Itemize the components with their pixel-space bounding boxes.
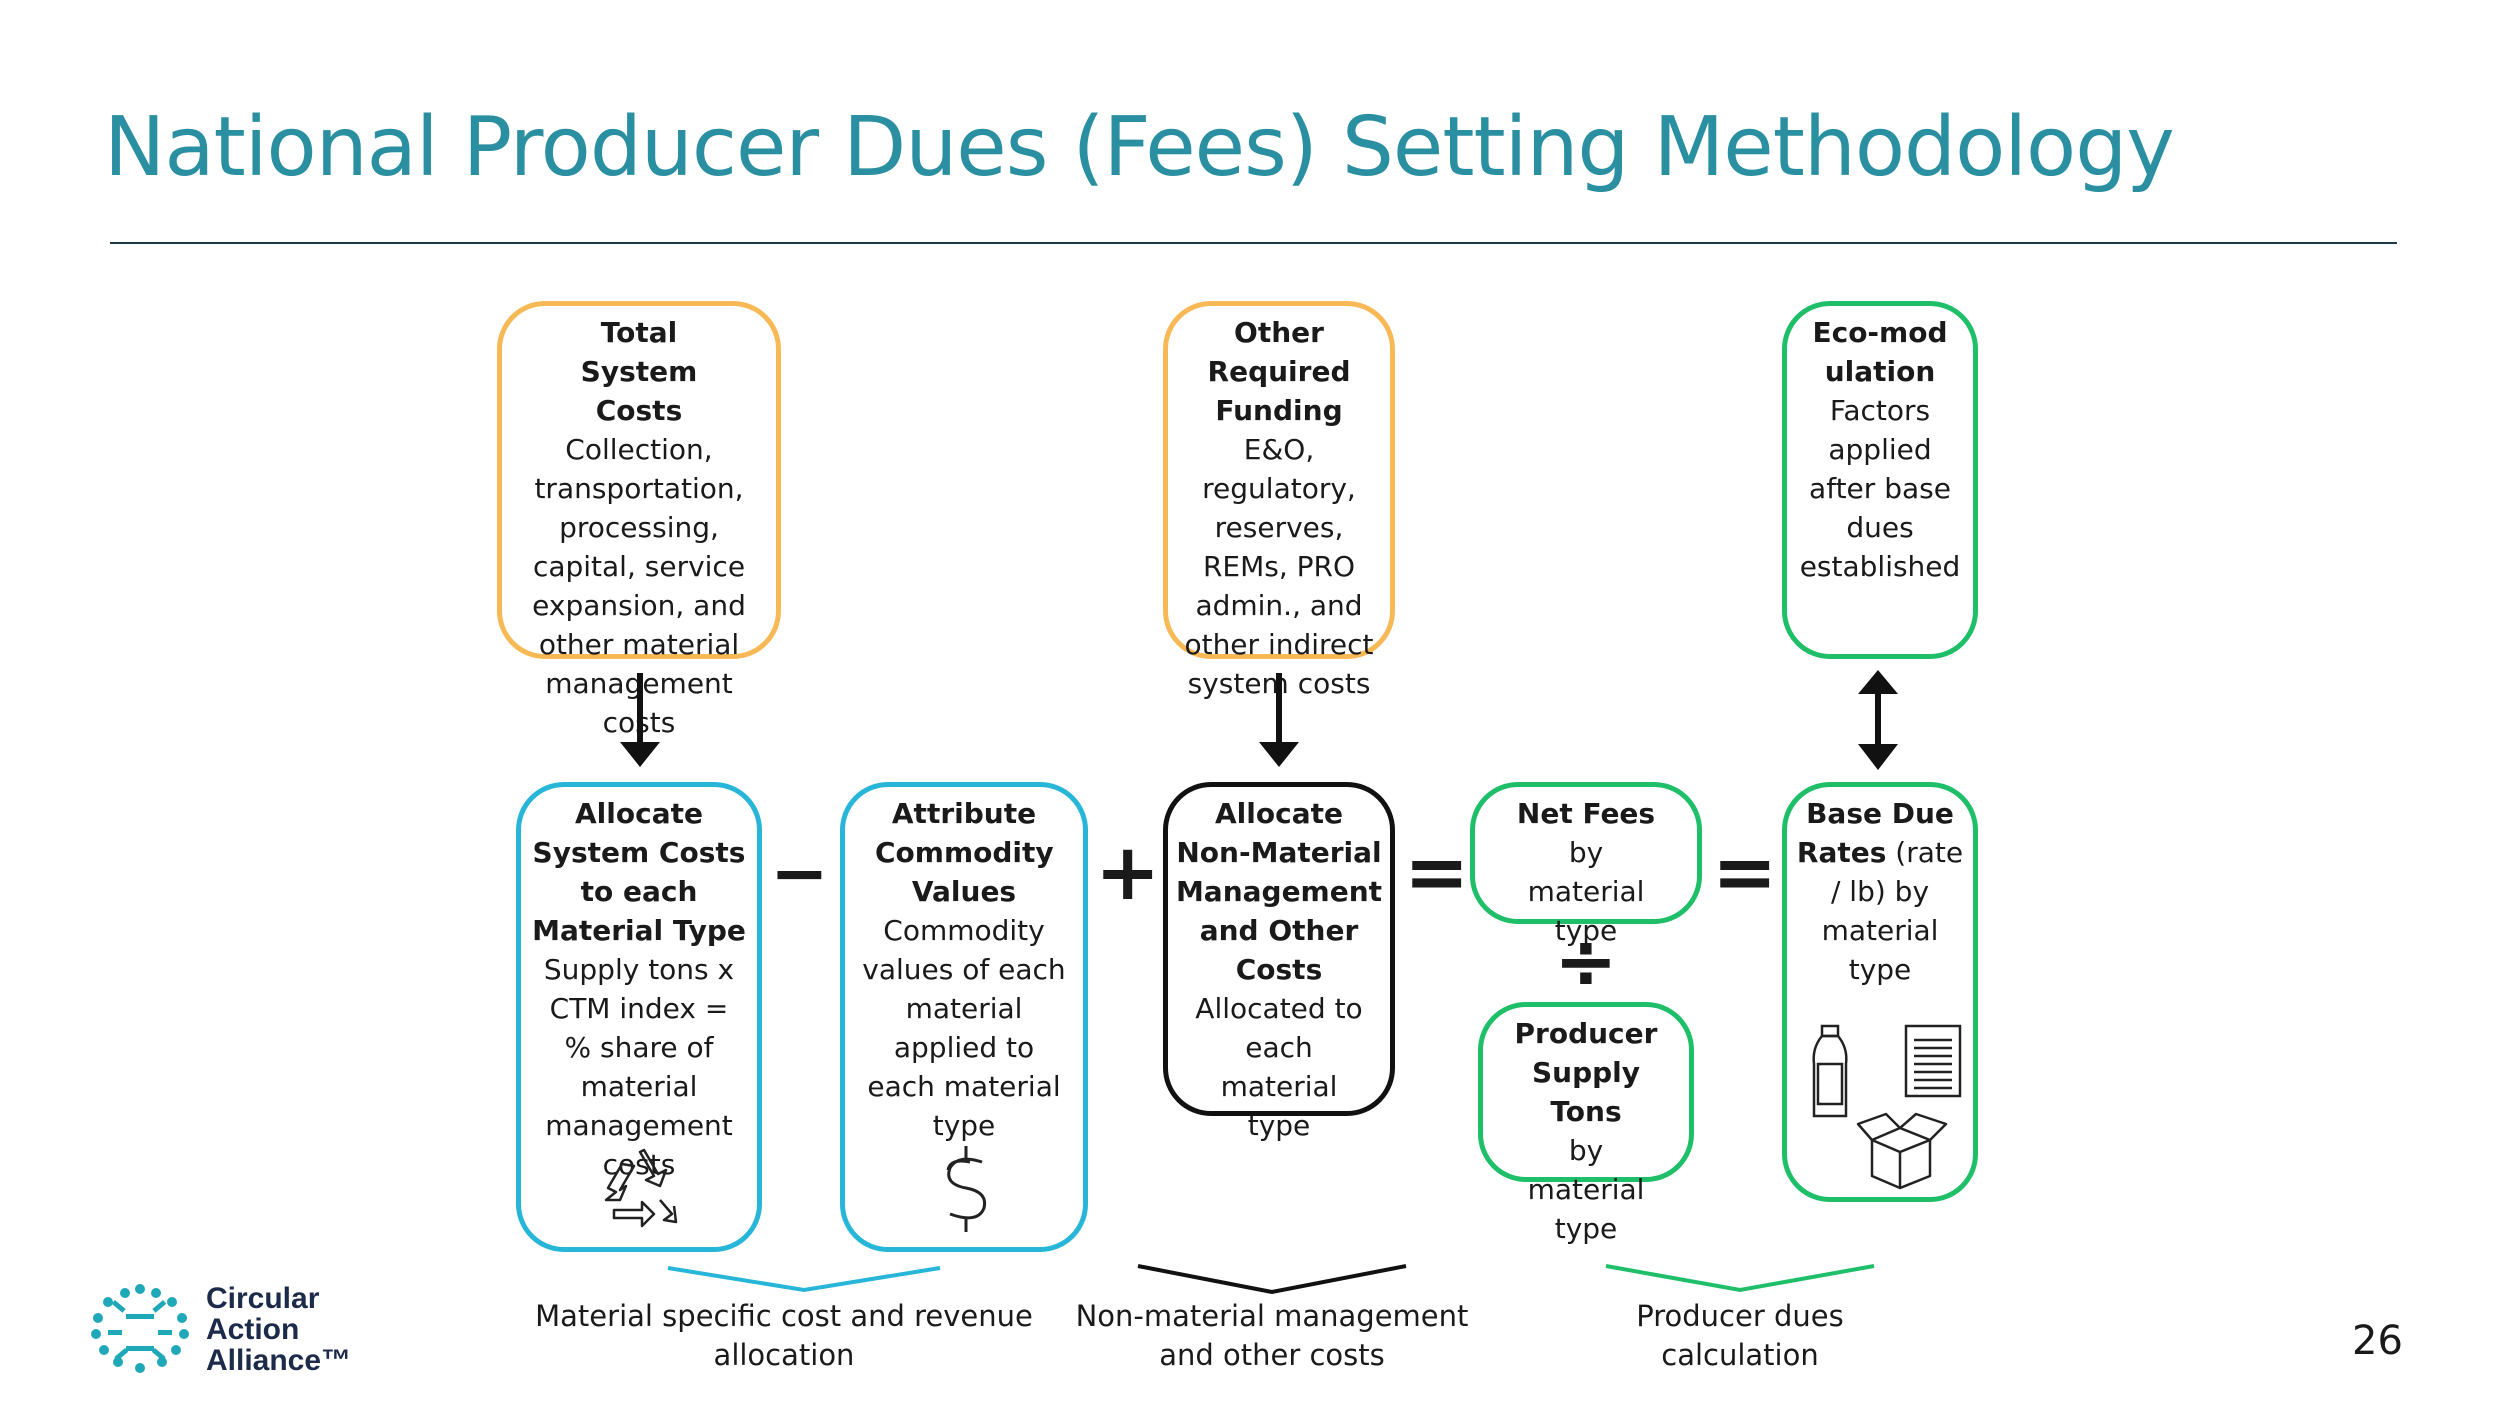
page-title: National Producer Dues (Fees) Setting Me… (104, 100, 2175, 195)
base-due-rates-text: Base Due Rates (rate / lb) by material t… (1787, 794, 1973, 989)
caption-producer-dues: Producer dues calculation (1636, 1299, 1844, 1372)
attribute-commodity-values-heading: Attribute Commodity Values (875, 797, 1054, 908)
equals-operator-2: = (1712, 828, 1778, 918)
caption-material-specific: Material specific cost and revenue alloc… (535, 1299, 1033, 1372)
net-fees-heading: Net Fees (1516, 797, 1656, 830)
dollar-icon (946, 1146, 987, 1232)
recycle-icon (604, 1148, 678, 1228)
attribute-commodity-values-body: Commodity values of each material applie… (862, 914, 1066, 1142)
net-fees-box: Net Fees by material type (1470, 782, 1702, 947)
divide-operator: ÷ (1554, 916, 1618, 1005)
logo-line-1: Circular (206, 1282, 320, 1315)
producer-supply-tons-heading: Producer Supply Tons (1514, 1017, 1658, 1128)
arrows (620, 670, 1898, 770)
bracket-producer-dues (1605, 1264, 1875, 1293)
box-icon (1856, 1112, 1948, 1190)
document-icon (1904, 1024, 1962, 1098)
bottle-icon (1812, 1024, 1848, 1118)
down-arrow-system-costs (620, 673, 660, 767)
producer-supply-tons-body: by material type (1527, 1134, 1645, 1245)
down-arrow-other-funding (1259, 673, 1299, 767)
logo-wordmark: Circular Action Alliance™ (206, 1283, 351, 1376)
eco-modulation-body: Factors applied after base dues establis… (1799, 394, 1961, 583)
total-system-costs-heading: Total System Costs (580, 316, 698, 427)
other-required-funding-box: Other Required Funding E&O, regulatory, … (1163, 301, 1395, 700)
base-due-rates-box: Base Due Rates (rate / lb) by material t… (1782, 782, 1978, 1202)
page-number: 26 (2352, 1318, 2403, 1364)
other-required-funding-heading: Other Required Funding (1207, 316, 1351, 427)
logo-line-3: Alliance™ (206, 1344, 352, 1377)
equals-operator-1: = (1404, 828, 1470, 918)
bracket-material-specific (667, 1266, 941, 1293)
allocate-system-costs-heading: Allocate System Costs to each Material T… (532, 797, 746, 947)
bracket-non-material (1137, 1264, 1407, 1295)
attribute-commodity-values-box: Attribute Commodity Values Commodity val… (840, 782, 1088, 1252)
logo-mark-icon (91, 1284, 189, 1373)
allocate-system-costs-box: Allocate System Costs to each Material T… (516, 782, 762, 1252)
logo-line-2: Action (206, 1313, 300, 1346)
producer-supply-tons-box: Producer Supply Tons by material type (1478, 1002, 1694, 1245)
base-due-rates-heading: Base Due Rates (1796, 797, 1954, 869)
allocate-non-material-box: Allocate Non-Material Management and Oth… (1163, 782, 1395, 1142)
net-fees-body: by material type (1527, 836, 1645, 947)
minus-operator: − (770, 832, 829, 914)
allocate-non-material-heading: Allocate Non-Material Management and Oth… (1175, 797, 1383, 986)
double-arrow-eco-modulation (1858, 670, 1898, 770)
title-divider (110, 242, 2397, 244)
allocate-non-material-body: Allocated to each material type (1195, 992, 1363, 1142)
base-due-rates-body: (rate / lb) by material type (1821, 836, 1964, 986)
eco-modulation-box: Eco-modulation Factors applied after bas… (1782, 301, 1978, 659)
caption-non-material: Non-material management and other costs (1075, 1299, 1469, 1372)
eco-modulation-heading: Eco-modulation (1812, 316, 1948, 388)
plus-operator: + (1095, 828, 1161, 918)
other-required-funding-body: E&O, regulatory, reserves, REMs, PRO adm… (1184, 433, 1374, 700)
